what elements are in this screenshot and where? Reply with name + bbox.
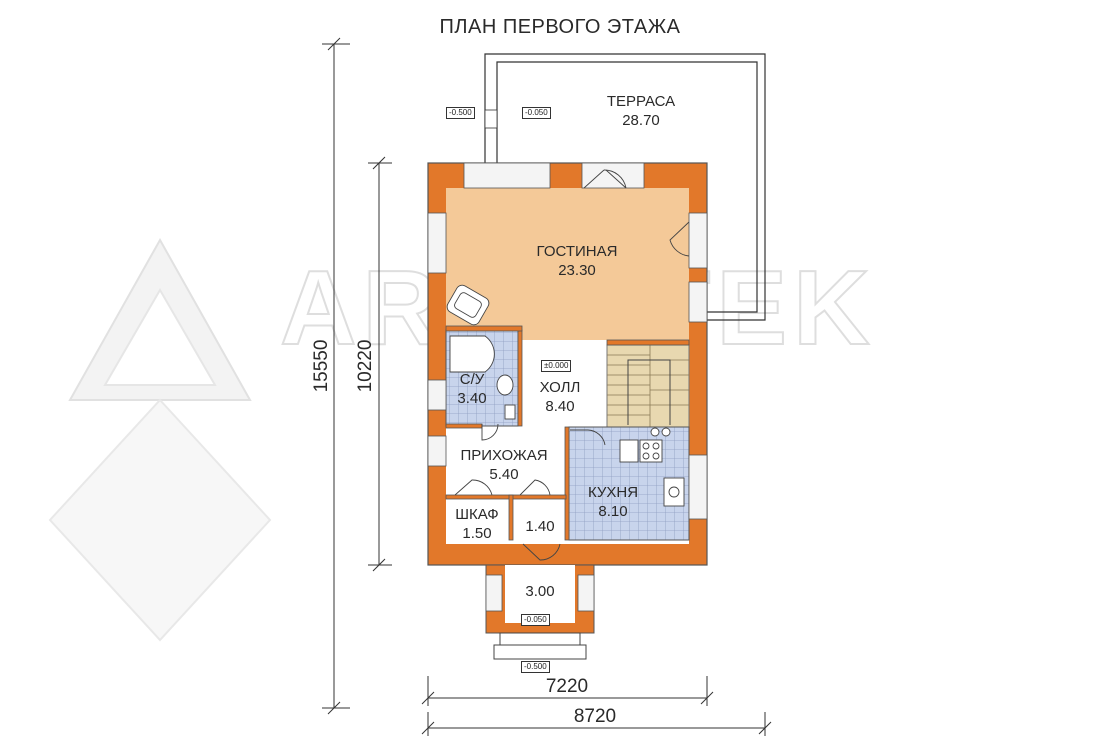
porch-step-1 xyxy=(499,632,581,646)
room-label-kitchen: КУХНЯ 8.10 xyxy=(578,483,648,521)
dimension-overall-width: 8720 xyxy=(573,706,617,727)
room-name: ПРИХОЖАЯ xyxy=(460,447,548,464)
room-area: 1.50 xyxy=(462,525,492,542)
room-label-hall: ХОЛЛ 8.40 xyxy=(530,378,590,416)
staircase xyxy=(606,344,690,428)
room-name: ТЕРРАСА xyxy=(606,93,676,110)
room-name: С/У xyxy=(459,371,485,388)
elevation-porch-top: -0.050 xyxy=(521,614,550,626)
bathroom-fixtures xyxy=(449,335,516,420)
room-name: ГОСТИНАЯ xyxy=(536,243,618,260)
room-name: ХОЛЛ xyxy=(539,379,581,396)
room-label-closet: 1.40 xyxy=(516,517,564,536)
room-label-living: ГОСТИНАЯ 23.30 xyxy=(512,242,642,280)
room-label-bathroom: С/У 3.40 xyxy=(447,370,497,408)
room-area: 3.00 xyxy=(525,583,555,600)
dimension-overall-height: 15550 xyxy=(311,339,332,393)
room-label-terrace: ТЕРРАСА 28.70 xyxy=(586,92,696,130)
living-room-floor xyxy=(446,188,689,340)
interior-walls xyxy=(445,325,690,541)
room-label-entry: ПРИХОЖАЯ 5.40 xyxy=(448,446,560,484)
watermark-logo xyxy=(48,237,272,642)
room-name: КУХНЯ xyxy=(587,484,639,501)
room-label-porch: 3.00 xyxy=(515,582,565,601)
kitchen-fixtures xyxy=(619,427,685,507)
room-area: 8.40 xyxy=(545,398,575,415)
elevation-porch-bottom: -0.500 xyxy=(521,661,550,673)
room-area: 23.30 xyxy=(558,262,596,279)
elevation-floor: ±0.000 xyxy=(541,360,572,372)
dimension-house-width: 7220 xyxy=(545,676,589,697)
room-area: 8.10 xyxy=(598,503,628,520)
porch-floor xyxy=(505,565,575,623)
elevation-terrace-right: -0.050 xyxy=(522,107,551,119)
room-area: 28.70 xyxy=(622,112,660,129)
dimension-lines xyxy=(322,37,772,736)
room-label-wardrobe: ШКАФ 1.50 xyxy=(448,505,506,543)
elevation-terrace-left: -0.500 xyxy=(446,107,475,119)
windows xyxy=(427,162,708,520)
porch-step-2 xyxy=(493,644,587,660)
armchair-icon xyxy=(446,284,490,326)
dimension-house-height: 10220 xyxy=(355,339,376,393)
terrace-outline xyxy=(484,53,766,321)
room-area: 1.40 xyxy=(525,518,555,535)
door-swings xyxy=(454,169,690,561)
room-name: ШКАФ xyxy=(455,506,499,523)
room-area: 5.40 xyxy=(489,466,519,483)
room-area: 3.40 xyxy=(457,390,487,407)
plan-title: ПЛАН ПЕРВОГО ЭТАЖА xyxy=(439,16,681,38)
